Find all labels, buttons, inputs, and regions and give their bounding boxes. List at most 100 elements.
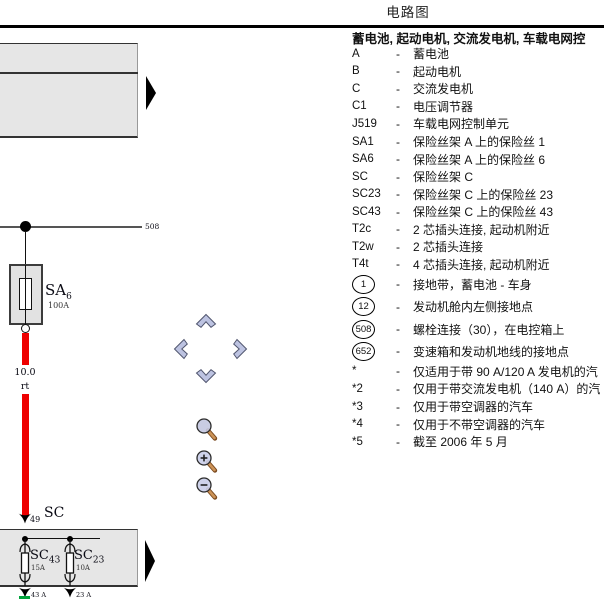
junction-dot (20, 221, 31, 232)
legend-description: 仅用于带交流发电机（140 A）的汽 (413, 382, 601, 397)
legend-code: SA6 (352, 153, 374, 166)
legend-row: * - 仅适用于带 90 A/120 A 发电机的汽 (352, 363, 604, 381)
connector-arrow-icon (18, 513, 32, 524)
fusebox-sc-label: SC (44, 505, 65, 521)
continuation-arrow-icon (146, 76, 156, 110)
legend-row: B - 起动电机 (352, 63, 604, 81)
legend-row: 1 - 接地带，蓄电池 - 车身 (352, 273, 604, 295)
legend-description: 仅适用于带 90 A/120 A 发电机的汽 (413, 364, 598, 379)
header-divider (0, 25, 604, 28)
legend-code: 12 (352, 297, 396, 317)
legend-separator: - (396, 257, 400, 272)
legend-description: 保险丝架 A 上的保险丝 6 (413, 152, 546, 167)
red-wire-upper (21, 333, 29, 365)
legend-separator: - (396, 169, 400, 184)
legend-row: SA1 - 保险丝架 A 上的保险丝 1 (352, 133, 604, 151)
legend-row: *5 - 截至 2006 年 5 月 (352, 433, 604, 451)
legend-separator: - (396, 46, 400, 61)
legend-code: 652 (352, 341, 396, 361)
fuse-sc23-label: SC23 (74, 548, 105, 566)
legend-separator: - (396, 134, 400, 149)
legend-separator: - (396, 299, 400, 314)
legend-code: *2 (352, 382, 363, 395)
fuse-sc43-symbol (19, 539, 31, 586)
legend-description: 保险丝架 C 上的保险丝 43 (413, 205, 554, 220)
legend-separator: - (396, 344, 400, 359)
chevron-right-icon[interactable] (233, 338, 249, 360)
legend-separator: - (396, 399, 400, 414)
legend-separator: - (396, 64, 400, 79)
legend-row: J519 - 车载电网控制单元 (352, 115, 604, 133)
legend-separator: - (396, 322, 400, 337)
magnifier-minus-icon[interactable] (195, 476, 219, 502)
bolt-connection-508-label: 508 (145, 222, 160, 231)
legend-row: T2c - 2 芯插头连接, 起动机附近 (352, 220, 604, 238)
legend-row: 12 - 发动机舱内左侧接地点 (352, 296, 604, 318)
legend-code: B (352, 65, 360, 78)
legend-row: *4 - 仅用于不带空调器的汽车 (352, 415, 604, 433)
legend-description: 仅用于带空调器的汽车 (413, 400, 534, 415)
legend-description: 螺栓连接（30），在电控箱上 (413, 322, 565, 337)
legend-code: A (352, 47, 360, 60)
page-title: 电路图 (386, 5, 430, 20)
legend-row: SC - 保险丝架 C (352, 168, 604, 186)
legend-description: 起动电机 (413, 64, 462, 79)
legend-description: 保险丝架 C 上的保险丝 23 (413, 187, 554, 202)
legend-code: *5 (352, 435, 363, 448)
wire-exit-label: 43 A (31, 591, 47, 599)
legend-code: SC23 (352, 188, 381, 201)
wire-exit-label: 23 A (76, 591, 92, 599)
legend-code: * (352, 365, 357, 378)
legend-code: *3 (352, 400, 363, 413)
magnifier-plus-icon[interactable] (195, 449, 219, 475)
legend-separator: - (396, 239, 400, 254)
legend-separator: - (396, 417, 400, 432)
legend-separator: - (396, 277, 400, 292)
legend-code: *4 (352, 418, 363, 431)
bus-bar-top-divider (0, 72, 138, 74)
connector-arrow-icon (18, 587, 32, 598)
legend-description: 仅用于不带空调器的汽车 (413, 417, 546, 432)
legend-description: 2 芯插头连接, 起动机附近 (413, 222, 550, 237)
legend-row: T4t - 4 芯插头连接, 起动机附近 (352, 256, 604, 274)
legend-row: T2w - 2 芯插头连接 (352, 238, 604, 256)
legend-separator: - (396, 381, 400, 396)
connector-arrow-icon (63, 587, 76, 598)
fuse-sc43-rating: 15A (31, 564, 45, 572)
legend-separator: - (396, 204, 400, 219)
wire-segment (24, 265, 26, 325)
fusebox-internal-bus (24, 538, 100, 540)
legend-row: 652 - 变速箱和发动机地线的接地点 (352, 340, 604, 362)
fuse-sc23-symbol (63, 539, 76, 586)
magnifier-icon[interactable] (195, 417, 219, 443)
legend-separator: - (396, 116, 400, 131)
legend-row: SC43 - 保险丝架 C 上的保险丝 43 (352, 203, 604, 221)
legend-description: 2 芯插头连接 (413, 240, 484, 255)
legend-description: 蓄电池 (413, 47, 450, 62)
legend-description: 变速箱和发动机地线的接地点 (413, 344, 570, 359)
legend-description: 车载电网控制单元 (413, 117, 510, 132)
fuse-sc43-label: SC43 (30, 548, 61, 566)
legend-description: 4 芯插头连接, 起动机附近 (413, 257, 550, 272)
green-wire-mark (19, 596, 30, 599)
legend-code: SA1 (352, 135, 374, 148)
legend-separator: - (396, 187, 400, 202)
legend-description: 接地带，蓄电池 - 车身 (413, 277, 532, 292)
legend-code: SC43 (352, 205, 381, 218)
bus-bar-top (0, 43, 138, 138)
wire-segment (24, 231, 26, 265)
fuse-sa6-rating: 100A (48, 301, 70, 310)
continuation-arrow-icon (145, 540, 155, 582)
legend-separator: - (396, 99, 400, 114)
bolt-connection-508-line (0, 226, 142, 228)
chevron-up-icon[interactable] (195, 312, 217, 328)
legend-row: 508 - 螺栓连接（30），在电控箱上 (352, 318, 604, 340)
legend-code: J519 (352, 117, 377, 130)
chevron-left-icon[interactable] (172, 338, 188, 360)
chevron-down-icon[interactable] (195, 369, 217, 385)
legend-code: T2c (352, 223, 372, 236)
legend-description: 保险丝架 A 上的保险丝 1 (413, 135, 546, 149)
legend-code: 508 (352, 319, 396, 339)
legend-code: T2w (352, 240, 374, 253)
